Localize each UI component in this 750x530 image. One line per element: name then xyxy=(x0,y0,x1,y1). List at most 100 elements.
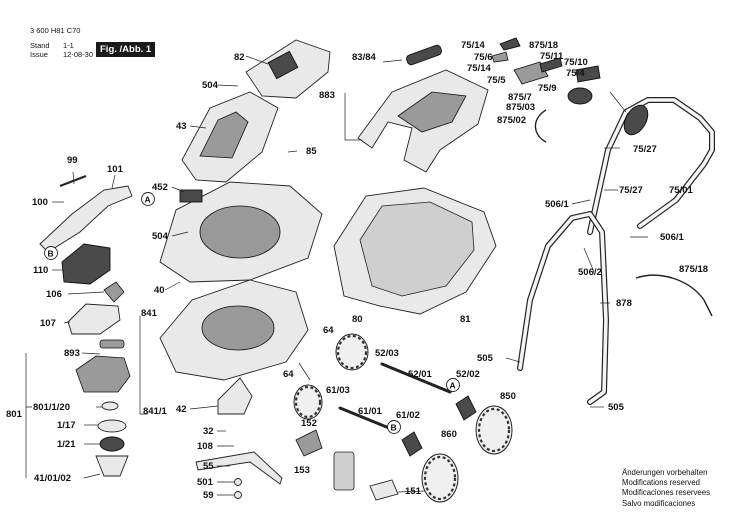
control-panel-82 xyxy=(267,50,299,80)
part-label: 59 xyxy=(203,490,214,501)
deflector-42 xyxy=(217,377,253,415)
part-label: 875/18 xyxy=(679,264,708,275)
part-label: 75/27 xyxy=(633,144,657,155)
part-label: 100 xyxy=(32,197,48,208)
part-label: 52/02 xyxy=(456,369,480,380)
cable-875-18 xyxy=(635,274,713,317)
part-label: 40 xyxy=(154,285,165,296)
part-label: 61/02 xyxy=(396,410,420,421)
part-label: 107 xyxy=(40,318,56,329)
part-label: 106 xyxy=(46,289,62,300)
upper-handle-inner xyxy=(588,98,714,234)
part-label: 841 xyxy=(141,308,158,319)
part-label: 505 xyxy=(477,353,494,364)
part-label: 801 xyxy=(6,409,23,420)
part-label: 41/01/02 xyxy=(34,473,71,484)
part-label: 55 xyxy=(203,461,214,472)
part-label: 504 xyxy=(152,231,169,242)
part-label: 506/1 xyxy=(660,232,684,243)
part-label: 875/7 xyxy=(508,92,532,103)
lower-handle-inner xyxy=(518,212,608,404)
part-label: 501 xyxy=(197,477,214,488)
figure-badge: Fig. /Abb. 1 xyxy=(96,42,156,57)
callout-a-circle: A xyxy=(446,378,460,392)
part-label: 75/6 xyxy=(474,52,493,63)
part-label: 75/27 xyxy=(619,185,643,196)
notice-line-es: Salvo modificaciones xyxy=(622,498,696,508)
part-label: 52/03 xyxy=(375,348,399,359)
part-label: B xyxy=(48,249,54,259)
grass-bag-front-81 xyxy=(359,201,475,297)
part-label: 75/01 xyxy=(669,185,693,196)
switch-part-75-14a xyxy=(499,37,521,51)
part-label: 83/84 xyxy=(352,52,376,63)
part-label: 75/14 xyxy=(467,63,491,74)
part-label: 43 xyxy=(176,121,187,132)
notice-line-de: Änderungen vorbehalten xyxy=(622,468,708,477)
washer-501 xyxy=(234,478,242,486)
modifications-notice: Änderungen vorbehalten Modifications res… xyxy=(622,468,710,509)
part-labels: 82 83/84 504 883 43 85 452 504 40 99 101… xyxy=(6,40,708,501)
switch-housing-75 xyxy=(623,104,649,136)
part-label: 32 xyxy=(203,426,214,437)
part-label: 108 xyxy=(197,441,213,452)
part-label: 64 xyxy=(323,325,334,336)
part-label: 85 xyxy=(306,146,317,157)
callout-b-circle: B xyxy=(387,420,401,434)
cable-893 xyxy=(99,339,125,349)
stand-label: Stand xyxy=(30,41,50,50)
stand-value: 1-1 xyxy=(63,41,74,50)
wheel-rear-850 xyxy=(475,405,513,455)
notice-line-en: Modifications reserved xyxy=(622,478,701,488)
spring-99 xyxy=(59,174,87,188)
part-label: 152 xyxy=(301,418,317,429)
part-label: 801/1/20 xyxy=(33,402,70,413)
switch-part-75-5 xyxy=(513,61,549,85)
part-label: 75/14 xyxy=(461,40,485,51)
fan-1-17 xyxy=(97,419,127,433)
part-label: 841/1 xyxy=(143,406,167,417)
switch-part-75-4 xyxy=(575,65,601,83)
plate-107 xyxy=(67,303,121,335)
box-110 xyxy=(61,243,111,285)
cone-41-01-02 xyxy=(95,455,129,477)
part-label: 506/2 xyxy=(578,267,602,278)
part-label: 42 xyxy=(176,404,187,415)
wheel-front-upper xyxy=(335,333,369,371)
part-label: 506/1 xyxy=(545,199,569,210)
leader-lines xyxy=(25,55,648,496)
bracket-152 xyxy=(295,429,323,457)
part-label: 99 xyxy=(67,155,78,166)
lower-handle-878 xyxy=(517,211,609,405)
spring-153 xyxy=(333,451,355,491)
axle-52-01 xyxy=(380,362,452,394)
part-label: 875/02 xyxy=(497,115,526,126)
switch-part-75-11 xyxy=(539,57,563,73)
part-label: 505 xyxy=(608,402,625,413)
callout-b-circle: B xyxy=(44,246,58,260)
part-label: 1/17 xyxy=(57,420,76,431)
notice-line-fr: Modificaciones reservees xyxy=(622,488,710,498)
callout-a-circle: A xyxy=(141,192,155,206)
switch-part-75-9 xyxy=(567,87,593,105)
part-label: 875/18 xyxy=(529,40,558,51)
part-label: 850 xyxy=(500,391,516,402)
bolt-59 xyxy=(234,491,242,499)
part-label: 80 xyxy=(352,314,363,325)
issue-label: Issue xyxy=(30,50,48,59)
lever-100 xyxy=(39,185,133,253)
part-label: 110 xyxy=(33,265,48,276)
part-label: 75/5 xyxy=(487,75,506,86)
part-label: 860 xyxy=(441,429,457,440)
wheel-front-lower xyxy=(293,384,323,420)
cable-875-02 xyxy=(534,109,547,143)
document-number: 3 600 H81 C70 xyxy=(30,26,81,35)
part-label: 61/01 xyxy=(358,406,382,417)
axle-61-01 xyxy=(338,406,396,432)
blade-chamber-841 xyxy=(201,305,275,351)
housing-detail-43 xyxy=(199,111,249,159)
part-label: 75/9 xyxy=(538,83,557,94)
part-label: 504 xyxy=(202,80,219,91)
cap-151 xyxy=(369,479,399,501)
